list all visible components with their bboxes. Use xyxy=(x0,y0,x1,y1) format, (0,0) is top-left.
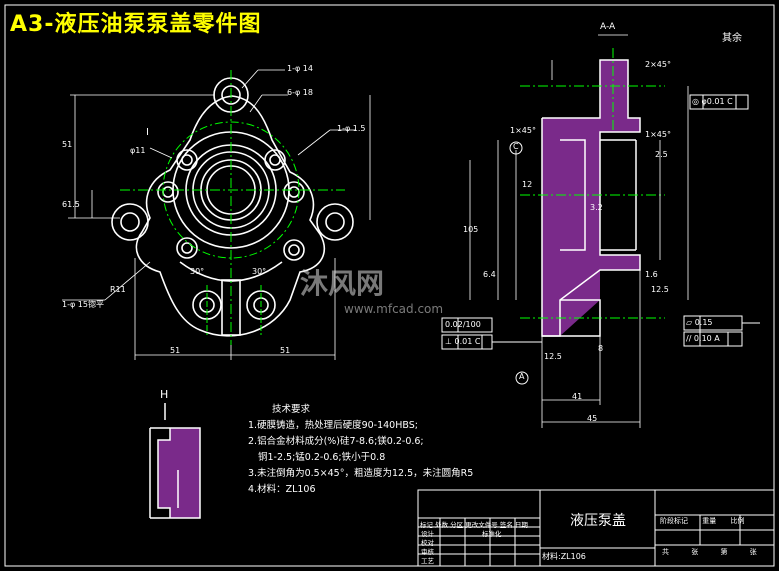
watermark-brand: 沐风网 xyxy=(300,267,385,300)
dim-51-right: 51 xyxy=(280,346,291,355)
callout-angle-right: 30° xyxy=(252,267,267,276)
dim-45: 45 xyxy=(587,414,598,423)
dim-51-vert: 51 xyxy=(62,140,73,149)
tb-role: 校对 xyxy=(421,539,434,547)
dim-61-5: 61.5 xyxy=(62,200,80,209)
tb-right-label: 阶段标记 xyxy=(660,517,688,525)
tb-header: 处数 xyxy=(435,521,449,529)
tech-requirements: 技术要求 1.硬膜铸造，热处理后硬度90-140HBS; 2.铝合金材料成分(%… xyxy=(248,402,508,498)
tb-right-label: 比例 xyxy=(730,517,745,525)
detail-h xyxy=(149,403,201,519)
section-view xyxy=(441,34,760,428)
watermark-url: www.mfcad.com xyxy=(344,302,444,316)
tech-req-line: 3.未注倒角为0.5×45°，粗造度为12.5，未注圆角R5 xyxy=(248,468,474,479)
callout-spotface: 1-φ 15锪平 xyxy=(62,300,104,309)
title-block-frame xyxy=(417,489,775,567)
callout-phi11: φ11 xyxy=(130,146,146,155)
dim-6-4: 6.4 xyxy=(483,270,496,279)
tb-role: 工艺 xyxy=(421,557,434,565)
tol-concentricity: ◎ φ0.01 C xyxy=(692,97,733,106)
datum-c: C xyxy=(513,142,519,151)
tech-req-line: 铜1-2.5;锰0.2-0.6;铁小于0.8 xyxy=(258,452,386,463)
tb-right-labels: 阶段标记 重量 比例 xyxy=(660,516,744,526)
tol-flat-015: ▱ 0.15 xyxy=(686,318,713,327)
detail-h-label: H xyxy=(160,388,169,401)
tb-role: 设计 xyxy=(421,530,434,538)
drawing-title: A3-液压油泵泵盖零件图 xyxy=(10,12,262,37)
callout-angle-left: 30° xyxy=(190,267,205,276)
tb-sheet-label: 张 xyxy=(749,548,757,556)
tb-header-row: 标记 处数 分区 更改文件号 签名 日期 xyxy=(420,519,528,529)
tb-sheet-labels: 共 张 第 张 xyxy=(662,547,757,557)
leader-i-label: I xyxy=(146,127,149,138)
dim-12-5: 12.5 xyxy=(544,352,562,361)
callout-phi15: 1-φ 1.5 xyxy=(337,124,366,133)
tol-parallel: // 0.10 A xyxy=(686,334,720,343)
callout-phi14: 1-φ 14 xyxy=(287,64,313,73)
tech-req-heading: 技术要求 xyxy=(272,404,311,415)
tech-req-line: 1.硬膜铸造，热处理后硬度90-140HBS; xyxy=(248,420,418,431)
dim-3-2: 3.2 xyxy=(590,203,603,212)
tb-right-label: 重量 xyxy=(702,517,717,525)
dim-12-5b: 12.5 xyxy=(651,285,669,294)
tb-header: 日期 xyxy=(514,521,528,529)
dim-8: 8 xyxy=(598,344,604,353)
material-label: 材料:ZL106 xyxy=(542,552,586,561)
dim-chamfer-3: 1×45° xyxy=(645,130,671,139)
dim-51-left: 51 xyxy=(170,346,181,355)
dim-105: 105 xyxy=(463,225,479,234)
watermark: 沐风网 www.mfcad.com xyxy=(300,262,443,316)
tol-flatness: 0.02/100 xyxy=(445,320,481,329)
dim-1-6: 1.6 xyxy=(645,270,658,279)
tb-std-label: 标准化 xyxy=(482,530,502,538)
roughness-note: 其余 xyxy=(722,33,742,44)
tech-req-line: 2.铝合金材料成分(%)硅7-8.6;镁0.2-0.6; xyxy=(248,436,424,447)
tb-header: 标记 xyxy=(420,521,433,529)
tb-sheet-label: 共 xyxy=(662,548,669,556)
dim-2-5: 2.5 xyxy=(655,150,668,159)
dim-r11: R11 xyxy=(110,285,126,294)
tech-req-line: 4.材料：ZL106 xyxy=(248,484,316,495)
dim-chamfer-2: 2×45° xyxy=(645,60,671,69)
tb-role: 审核 xyxy=(421,548,434,556)
tb-header: 更改文件号 xyxy=(465,521,498,529)
dim-12: 12 xyxy=(522,180,533,189)
datum-a: A xyxy=(519,372,525,381)
tb-header: 签名 xyxy=(499,521,513,529)
part-name: 液压泵盖 xyxy=(570,513,626,529)
tol-perpendicular: ⊥ 0.01 C xyxy=(445,337,481,346)
callout-6phi18: 6-φ 18 xyxy=(287,88,313,97)
dim-chamfer-1: 1×45° xyxy=(510,126,536,135)
tb-header: 分区 xyxy=(450,521,464,529)
tb-sheet-label: 第 xyxy=(720,548,728,556)
dim-41: 41 xyxy=(572,392,583,401)
section-label: A-A xyxy=(600,22,616,32)
tb-sheet-label: 张 xyxy=(691,548,699,556)
